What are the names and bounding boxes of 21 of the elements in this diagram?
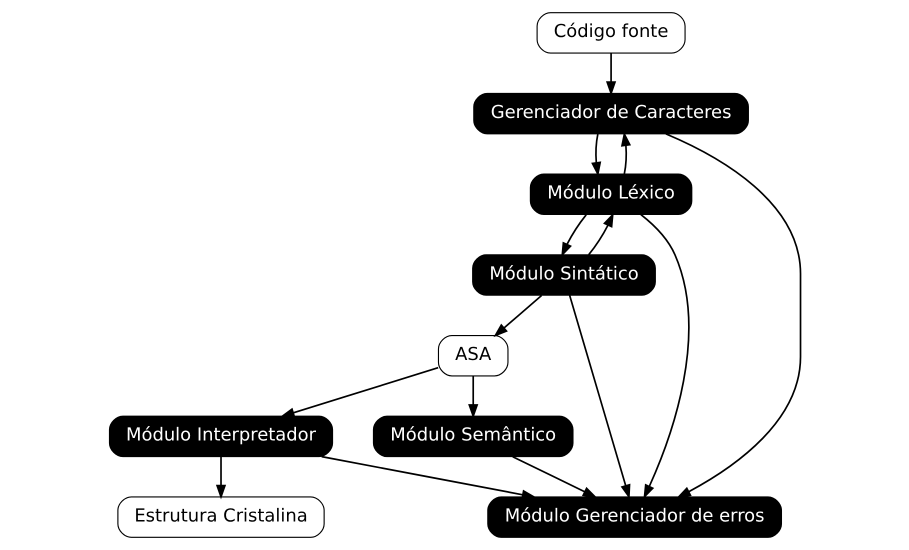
arrow [492, 294, 542, 338]
arrow [620, 132, 631, 174]
node-box: Módulo Léxico [529, 174, 692, 216]
node-box: Módulo Gerenciador de erros [486, 496, 782, 538]
node-box: Módulo Sintático [472, 254, 656, 296]
node-box: Módulo Interpretador [108, 416, 333, 458]
arrow [640, 214, 689, 500]
arrow [605, 53, 616, 96]
node-box: Estrutura Cristalina [116, 496, 324, 538]
node-box: Módulo Semântico [372, 416, 574, 458]
arrow [588, 212, 614, 256]
arrow [512, 456, 597, 498]
arrow [568, 295, 630, 500]
arrow [560, 214, 586, 258]
arrow [215, 456, 226, 500]
node-box: Código fonte [536, 12, 686, 54]
arrow [468, 376, 478, 419]
arrow [665, 133, 801, 498]
arrow [280, 366, 438, 418]
node-box: Gerenciador de Caracteres [472, 92, 748, 134]
node-box: ASA [437, 334, 508, 376]
